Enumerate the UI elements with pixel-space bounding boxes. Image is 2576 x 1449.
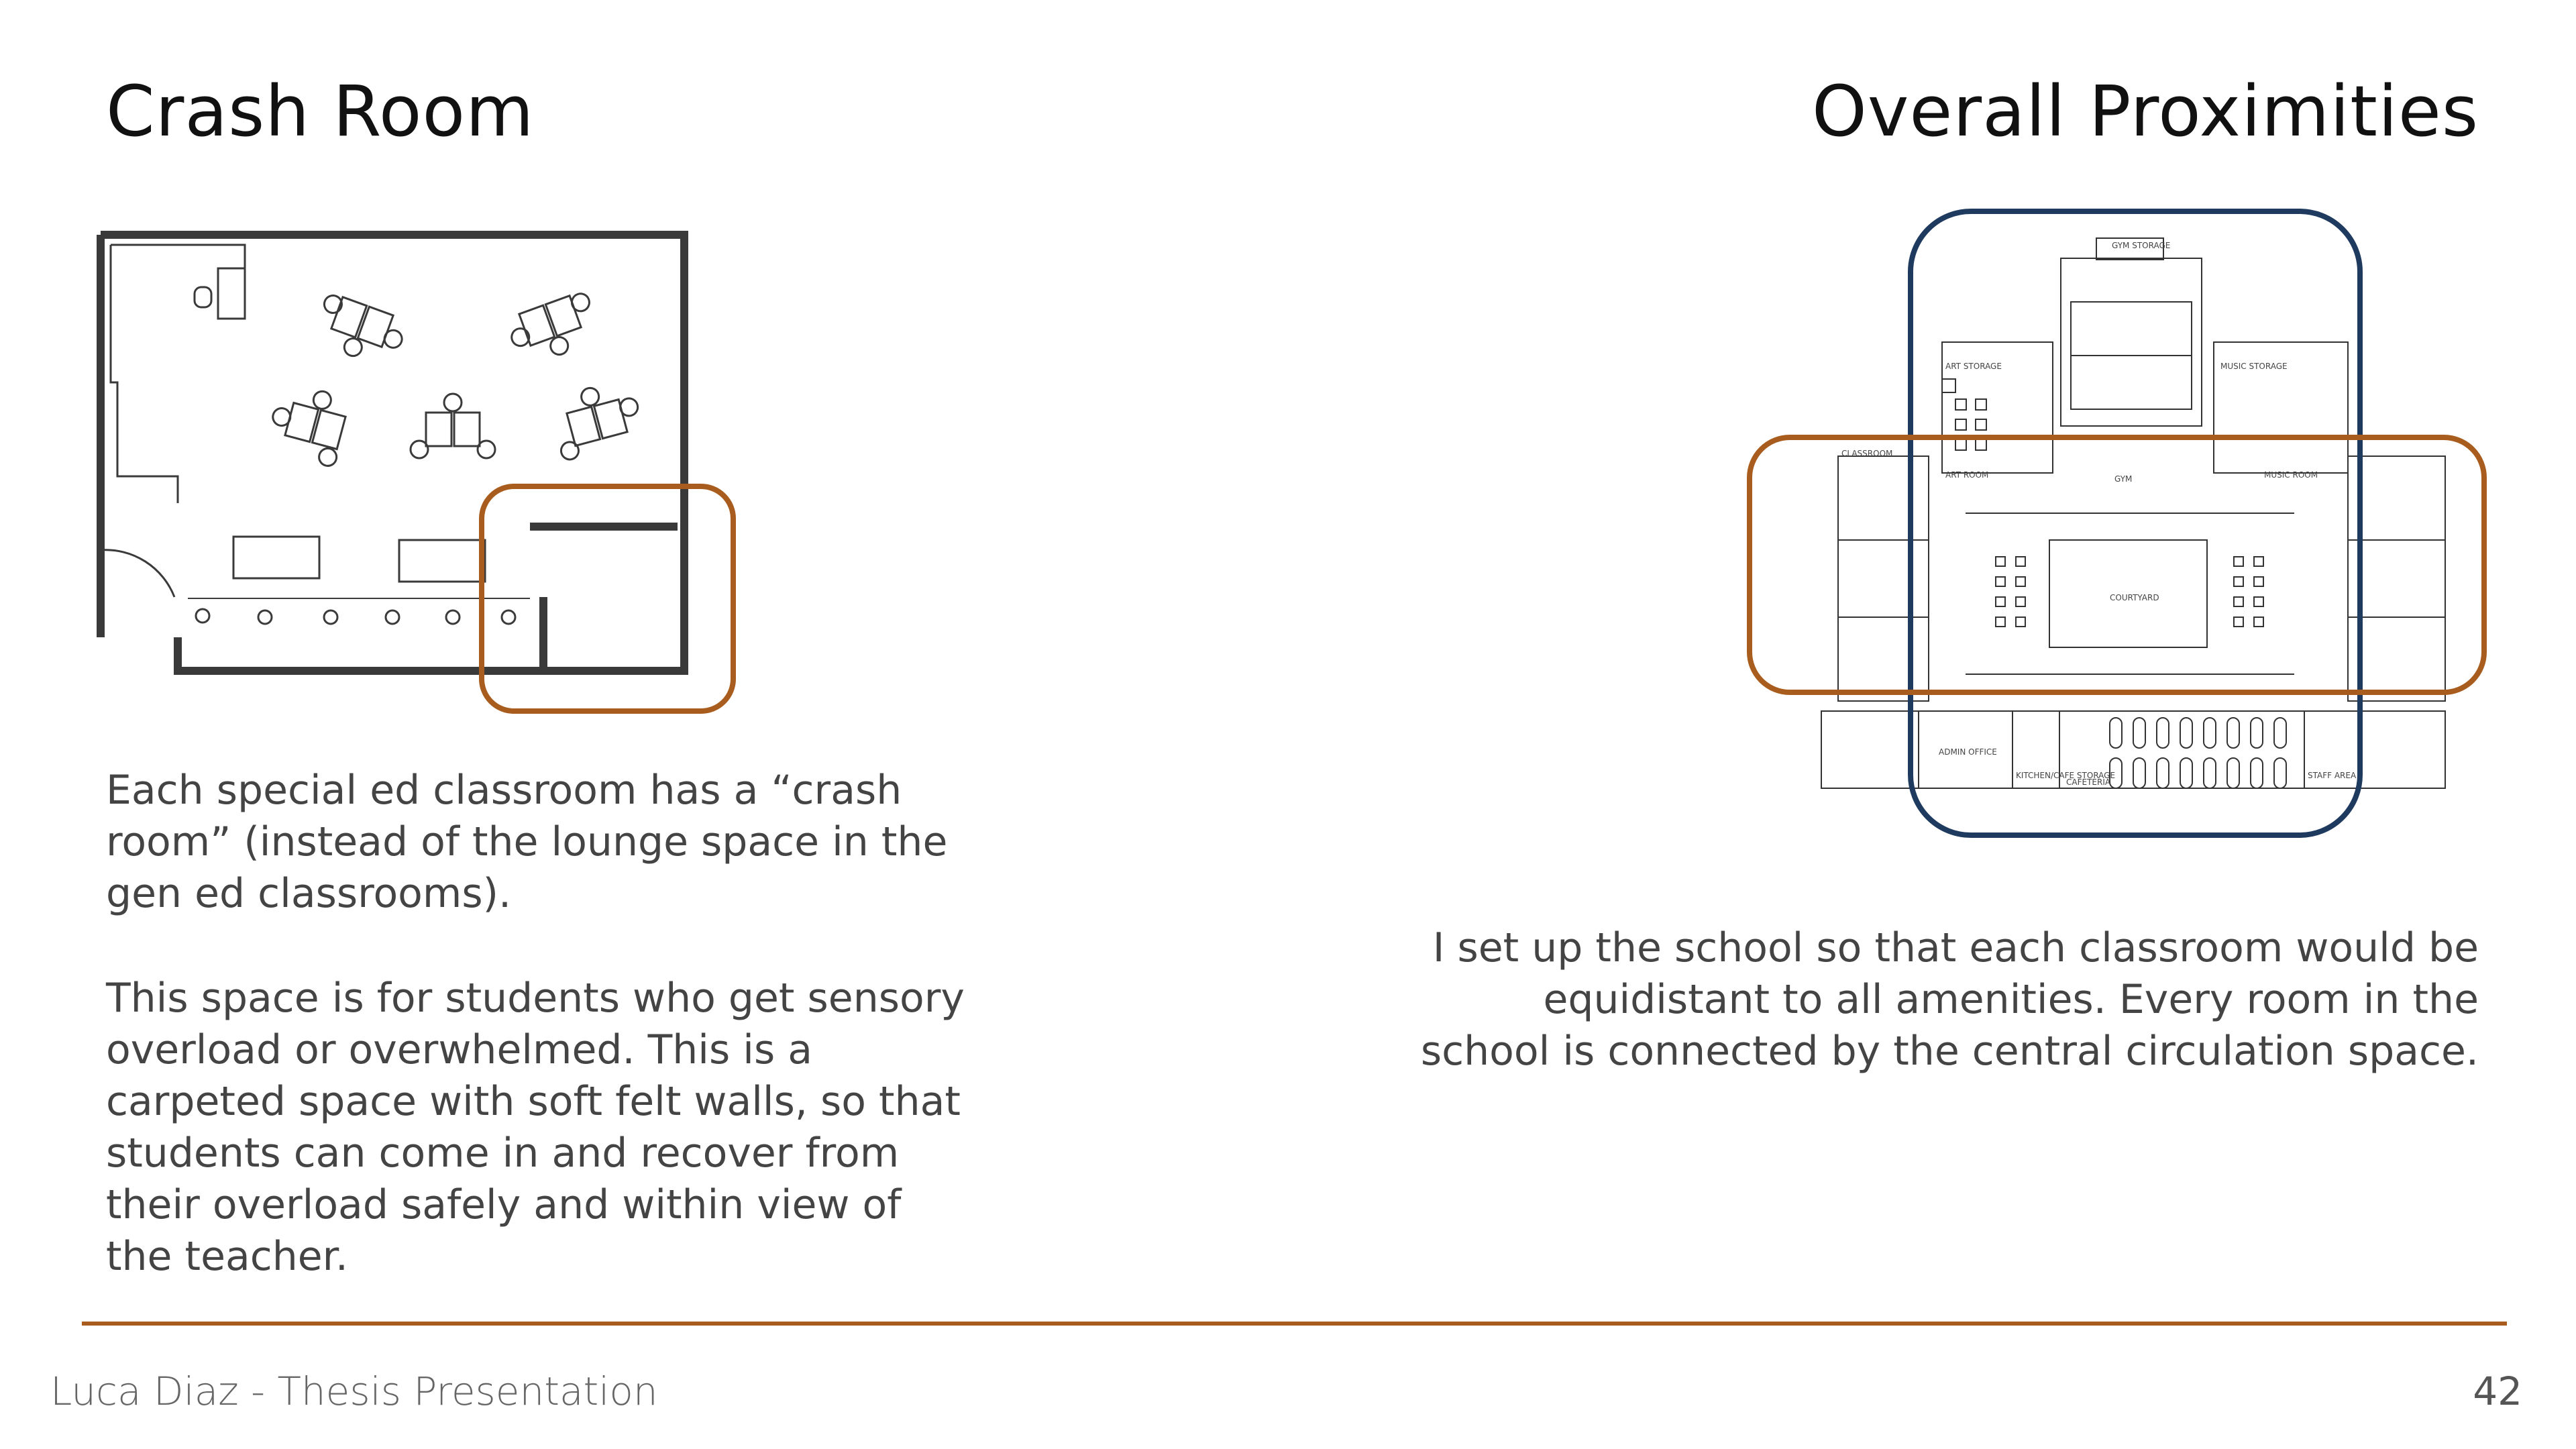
label-admin-office: ADMIN OFFICE [1939, 747, 1997, 757]
page-number: 42 [2473, 1368, 2522, 1414]
crash-room-purpose: This space is for students who get senso… [106, 975, 965, 1280]
label-gym-storage: GYM STORAGE [2112, 241, 2170, 250]
footer-presenter: Luca Diaz - Thesis Presentation [50, 1368, 658, 1414]
label-gym: GYM [2114, 474, 2132, 484]
crash-room-description: Each special ed classroom has a “crash r… [106, 767, 948, 917]
label-music-room: MUSIC ROOM [2264, 470, 2318, 480]
label-kitchen-cafe-storage: KITCHEN/CAFE STORAGE [2016, 771, 2115, 780]
horizontal-proximity-highlight [1747, 435, 2487, 695]
label-courtyard: COURTYARD [2110, 593, 2159, 602]
label-art-room: ART ROOM [1945, 470, 1988, 480]
proximities-description: I set up the school so that each classro… [1420, 924, 2479, 1075]
label-staff-area: STAFF AREA [2308, 771, 2357, 780]
crash-room-floor-plan [97, 231, 736, 714]
vertical-proximity-highlight [1908, 209, 2363, 838]
footer-divider [82, 1322, 2507, 1326]
crash-room-highlight [479, 484, 736, 714]
overall-proximities-title: Overall Proximities [1812, 70, 2479, 152]
label-cafeteria: CAFETERIA [2066, 777, 2111, 787]
label-art-storage: ART STORAGE [1945, 362, 2002, 371]
school-floor-plan: GYM STORAGE GYM ART STORAGE ART ROOM MUS… [1747, 209, 2487, 838]
label-music-storage: MUSIC STORAGE [2220, 362, 2288, 371]
label-classroom: CLASSROOM [1841, 449, 1892, 458]
crash-room-title: Crash Room [106, 70, 535, 152]
